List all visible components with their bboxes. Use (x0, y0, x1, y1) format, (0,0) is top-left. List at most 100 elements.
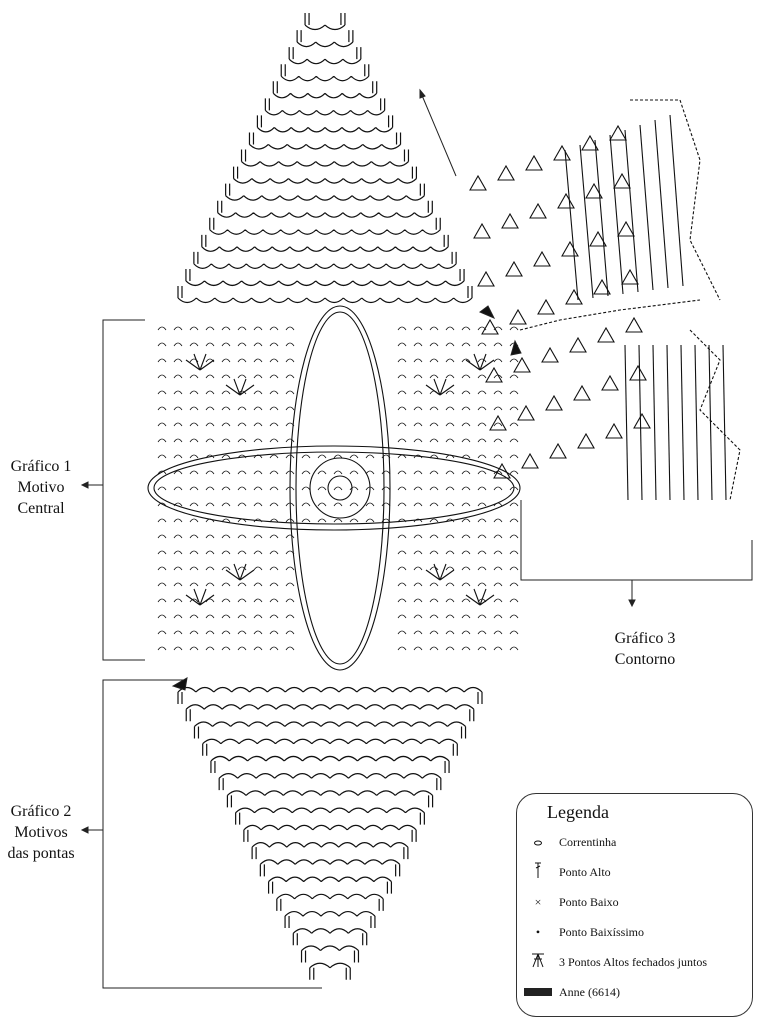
shell-cluster (573, 384, 591, 401)
shell-cluster (625, 316, 643, 333)
fan-cluster (225, 378, 255, 396)
cluster-stitches (300, 950, 360, 963)
fan-cluster (185, 353, 215, 371)
shell-cluster (485, 366, 503, 383)
legend-label: Ponto Baixíssimo (559, 924, 645, 939)
shell-cluster (513, 356, 531, 373)
post-line (639, 124, 654, 291)
post-line (624, 129, 639, 293)
chart2-title: Gráfico 2 (10, 803, 72, 820)
mesh-row (157, 374, 519, 379)
legend-label: 3 Pontos Altos fechados juntos (559, 954, 708, 969)
chart2-subtitle-2: das pontas (7, 845, 75, 862)
chain-arc-row (249, 144, 401, 150)
mesh-row (157, 358, 519, 363)
post-line (652, 344, 657, 501)
shell-cluster (605, 422, 623, 439)
post-line (564, 149, 579, 301)
chain-arc-row (259, 859, 401, 865)
shell-cluster (509, 308, 527, 325)
shell-cluster (557, 192, 575, 209)
cluster-stitches (202, 743, 458, 756)
chain-arc-row (226, 790, 434, 796)
bottom-point-chart (177, 686, 483, 980)
chain-arc-row (233, 178, 417, 184)
chain-arc-row (292, 928, 368, 934)
legend-item: Anne (6614) (523, 984, 620, 1000)
cluster-stitches (217, 200, 433, 213)
legend-item: 3 Pontos Altos fechados juntos (523, 952, 708, 972)
horizontal-petal-inner (153, 451, 515, 525)
shell-cluster (469, 174, 487, 191)
chain-arc-row (304, 24, 346, 31)
shell-cluster (581, 134, 599, 151)
mesh-row (157, 486, 519, 491)
picot-chain (689, 329, 741, 501)
fan-cluster (425, 563, 455, 581)
post-line (680, 344, 685, 501)
cluster-stitches (309, 967, 351, 980)
shell-cluster (501, 212, 519, 229)
mesh-row (157, 342, 519, 347)
shell-cluster (505, 260, 523, 277)
fan-cluster (225, 563, 255, 581)
chain-arc-row (241, 161, 409, 167)
post-line (609, 134, 624, 295)
legend-item: Ponto Alto (523, 862, 611, 880)
chain-arc-row (280, 75, 370, 82)
chart1-subtitle-1: Motivo (17, 479, 65, 496)
cluster-stitches (248, 132, 402, 145)
cluster-stitches (259, 864, 401, 877)
cluster-stitches (292, 933, 368, 946)
mesh-row (157, 614, 519, 619)
chain-arc-row (193, 263, 457, 269)
shell-cluster (477, 270, 495, 287)
chain-arc-row (284, 910, 376, 917)
chain-arc-row (243, 824, 417, 831)
legend-label: Correntinha (559, 834, 617, 849)
shell-cluster (541, 346, 559, 363)
post-line (579, 144, 594, 299)
chain-arc-row (201, 246, 449, 252)
cluster-stitches (251, 847, 409, 860)
legend-item: • Ponto Baixíssimo (523, 924, 644, 940)
center-ring (309, 457, 371, 519)
cluster-stitches (226, 795, 434, 808)
cluster-stitches (256, 115, 394, 128)
mesh-row (157, 438, 519, 443)
cluster-stitches (304, 13, 346, 26)
chain-arc-row (218, 773, 442, 779)
chart2-subtitle-1: Motivos (14, 824, 68, 841)
cluster-stitches (218, 778, 442, 791)
post-line (638, 344, 643, 501)
shell-cluster (609, 124, 627, 141)
post-line (654, 119, 669, 289)
mesh-row (157, 390, 519, 395)
three-dc-cluster-icon (523, 952, 553, 972)
post-line (666, 344, 671, 501)
chain-arc-row (225, 195, 425, 201)
legend-item: × Ponto Baixo (523, 894, 619, 910)
shell-cluster (497, 164, 515, 181)
chain-arc-row (296, 41, 354, 48)
fan-cluster (185, 588, 215, 606)
border-chart (469, 99, 741, 501)
shell-cluster (601, 374, 619, 391)
mesh-row (157, 454, 519, 459)
shell-cluster (589, 230, 607, 247)
shell-cluster (533, 250, 551, 267)
chain-arc-row (177, 297, 473, 304)
mesh-row (157, 534, 519, 539)
cluster-stitches (240, 149, 410, 162)
mesh-row (157, 630, 519, 635)
chain-arc-row (268, 876, 392, 883)
chain-arc-row (177, 686, 483, 693)
chain-arc-row (276, 893, 384, 900)
chain-arc-row (194, 721, 466, 727)
cluster-stitches (210, 760, 450, 773)
shell-cluster (621, 268, 639, 285)
chart3-title: Gráfico 3 (614, 630, 676, 647)
color-swatch-icon (523, 985, 553, 1000)
